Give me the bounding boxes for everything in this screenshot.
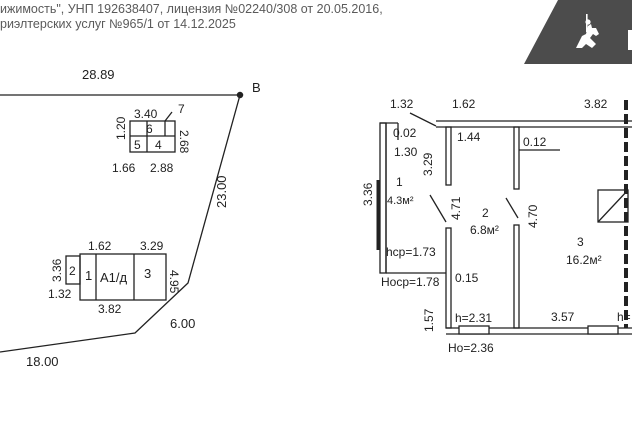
fp-dim-inner-1: 1.44 [457, 130, 481, 144]
fp-dim-v-470: 4.70 [526, 204, 540, 228]
height-avg: hср=1.73 [386, 245, 436, 259]
small-bldg-dim-top-small: 7 [178, 102, 185, 116]
point-b-label: B [252, 80, 261, 95]
small-bldg-room-6: 6 [146, 122, 153, 136]
room-1-area: 4.3м² [387, 195, 414, 207]
height-room-3: h= [617, 310, 631, 324]
license-header: ижимость", УНП 192638407, лицензия №0224… [0, 0, 632, 40]
site-dim-bottom-right: 6.00 [170, 316, 195, 331]
fp-dim-wall-130: 1.30 [394, 145, 418, 159]
fp-dim-top-1: 1.32 [390, 97, 414, 111]
site-dim-top: 28.89 [82, 67, 115, 82]
small-bldg-dim-bottom-left: 1.66 [112, 161, 136, 175]
site-dim-right: 23.00 [214, 175, 229, 208]
floor-plan-labels: 1.32 1.62 3.82 1.44 0.02 1.30 0.12 3.36 … [361, 97, 631, 355]
license-line-1: ижимость", УНП 192638407, лицензия №0224… [0, 2, 383, 16]
point-b-marker [236, 91, 244, 99]
house-room-2: 2 [69, 264, 76, 278]
house-dim-right: 4.95 [167, 270, 181, 294]
fp-dim-top-3: 3.82 [584, 97, 608, 111]
house-dim-bottom: 3.82 [98, 302, 122, 316]
knight-horse-logo-icon [576, 14, 632, 50]
house-dim-left: 3.36 [50, 258, 64, 282]
small-bldg-dim-left: 1.20 [114, 116, 128, 140]
height-room-2: h=2.31 [455, 311, 492, 325]
small-bldg-dim-right: 2.68 [177, 130, 191, 154]
small-bldg-room-4: 4 [155, 138, 162, 152]
fp-dim-wall-012: 0.12 [523, 135, 547, 149]
floor-plan-walls [376, 100, 632, 335]
room-3-area: 16.2м² [566, 253, 602, 267]
site-dim-bottom: 18.00 [26, 354, 59, 369]
house-room-3: 3 [144, 266, 151, 281]
fp-dim-v-471: 4.71 [449, 196, 463, 220]
license-line-2: риэлтерских услуг №965/1 от 14.12.2025 [0, 17, 236, 31]
fp-dim-bottom-357: 3.57 [551, 310, 575, 324]
site-plan [0, 91, 244, 353]
site-plan-labels: B 28.89 23.00 6.00 18.00 3.40 7 1.20 2.6… [26, 67, 261, 369]
fp-dim-w-015: 0.15 [455, 271, 479, 285]
house-dim-top-left: 1.62 [88, 239, 112, 253]
house-room-a1d: А1/д [100, 270, 128, 285]
fp-dim-v-329: 3.29 [421, 152, 435, 176]
small-building [129, 111, 176, 153]
house-room-1: 1 [85, 268, 92, 283]
height-outer: Hо=2.36 [448, 341, 494, 355]
room-2-number: 2 [482, 206, 489, 220]
fp-dim-wall-102: 0.02 [393, 126, 417, 140]
house-dim-bottom-left: 1.32 [48, 287, 72, 301]
small-bldg-dim-top: 3.40 [134, 107, 158, 121]
room-2-area: 6.8м² [470, 223, 499, 237]
site-boundary [0, 94, 241, 353]
small-bldg-dim-bottom-right: 2.88 [150, 161, 174, 175]
room-3-number: 3 [577, 235, 584, 249]
fp-dim-top-2: 1.62 [452, 97, 476, 111]
house-outline [65, 253, 167, 301]
small-bldg-room-5: 5 [134, 138, 141, 152]
house-dim-top-right: 3.29 [140, 239, 164, 253]
fp-dim-left-336: 3.36 [361, 182, 375, 206]
fp-dim-v-157: 1.57 [422, 308, 436, 332]
height-outer-avg: Hоср=1.78 [381, 275, 440, 289]
company-logo [524, 0, 632, 64]
room-1-number: 1 [396, 175, 403, 189]
